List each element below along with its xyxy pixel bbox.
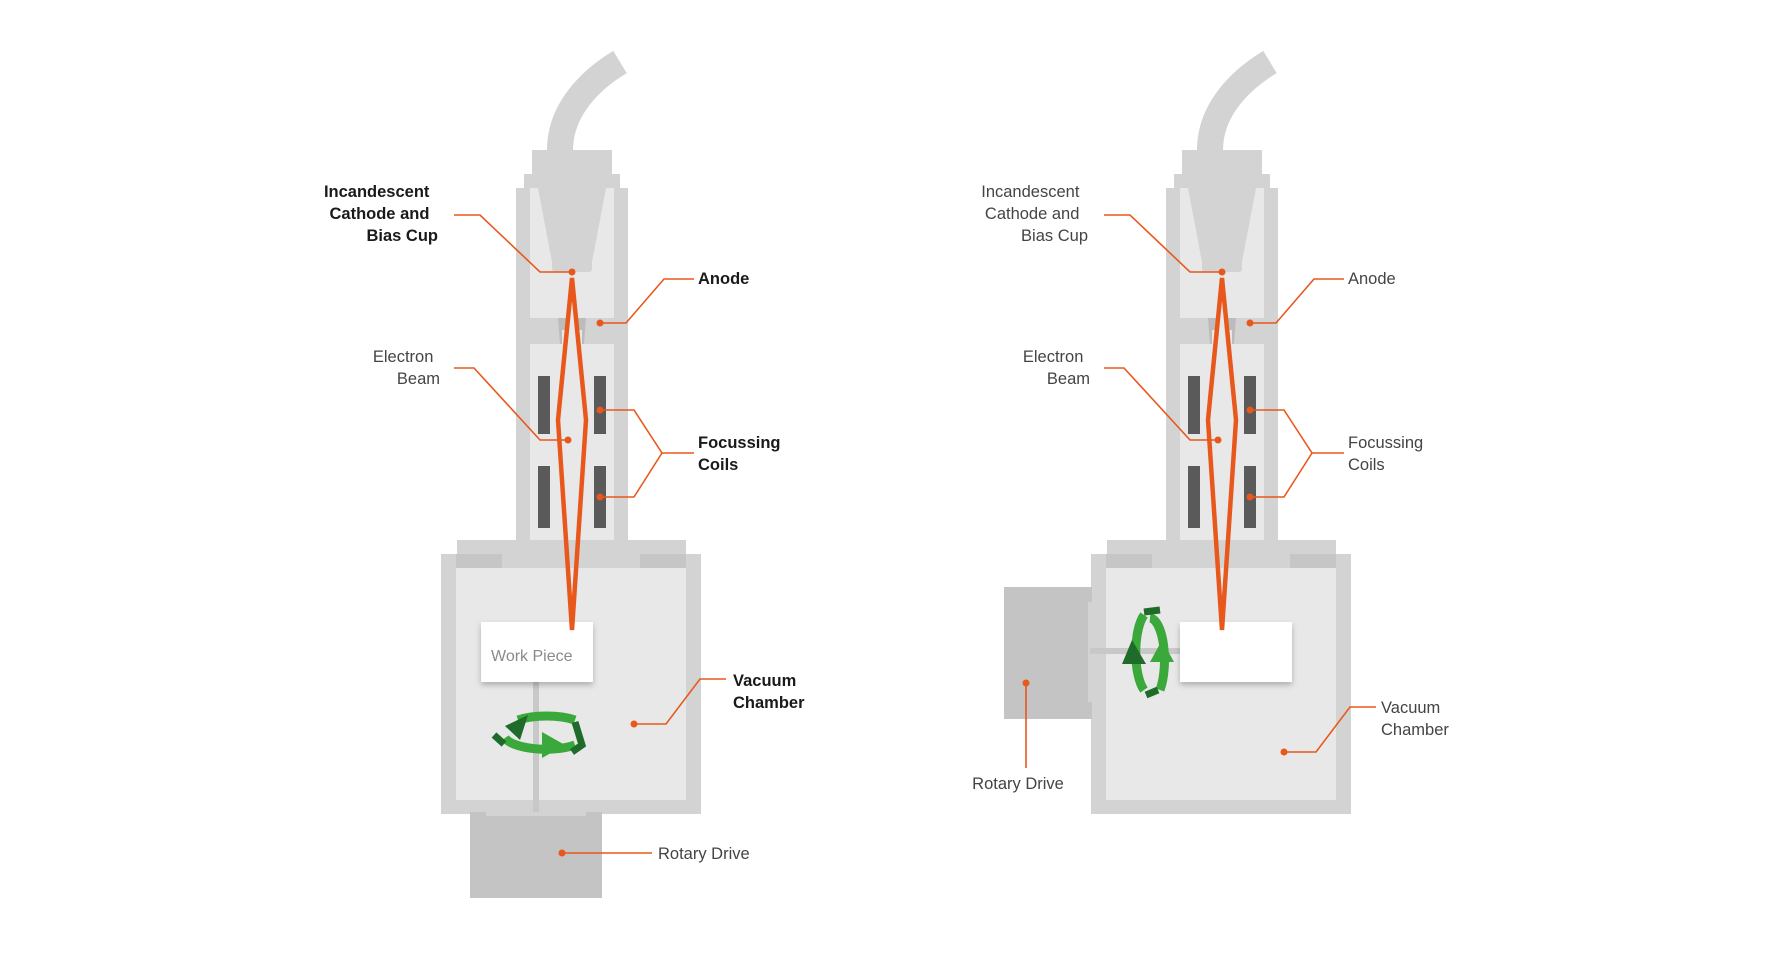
cathode-cone-right bbox=[1188, 188, 1256, 262]
beam-label-right: Electron Beam bbox=[1023, 348, 1090, 388]
leader-lines-right bbox=[1022, 214, 1376, 768]
coils-label-left: Focussing Coils bbox=[698, 434, 785, 474]
left-diagram: Work Piece bbox=[324, 50, 805, 898]
anode-label-left: Anode bbox=[698, 270, 749, 288]
cable-right bbox=[1197, 50, 1277, 151]
cathode-label-left: Incandescent Cathode and Bias Cup bbox=[324, 183, 438, 245]
focus-coil-right-1 bbox=[1188, 376, 1200, 434]
rotation-arrow-icon bbox=[491, 711, 587, 758]
work-piece-right bbox=[1180, 622, 1292, 682]
coils-label-right: Focussing Coils bbox=[1348, 434, 1428, 474]
chamber-label-right: Vacuum Chamber bbox=[1381, 699, 1449, 739]
leader-lines-left bbox=[454, 214, 726, 857]
cable-left bbox=[547, 50, 627, 151]
rotation-arrow-icon-right bbox=[1122, 606, 1174, 699]
focus-coil-left-2 bbox=[538, 466, 550, 528]
right-diagram: Incandescent Cathode and Bias Cup Anode … bbox=[972, 50, 1449, 814]
electron-beam-right bbox=[1205, 277, 1239, 631]
work-piece bbox=[481, 622, 593, 682]
electron-beam-left bbox=[555, 277, 589, 631]
anode-label-right: Anode bbox=[1348, 270, 1396, 288]
cathode-label-right: Incandescent Cathode and Bias Cup bbox=[981, 183, 1088, 245]
gun-cap-left bbox=[532, 150, 612, 178]
cathode-cone-left bbox=[538, 188, 606, 262]
focus-coil-right-2 bbox=[1188, 466, 1200, 528]
rotary-drive-left bbox=[470, 812, 602, 898]
chamber-label-left: Vacuum Chamber bbox=[733, 672, 805, 712]
beam-label-left: Electron Beam bbox=[373, 348, 440, 388]
rotary-drive-right bbox=[1004, 587, 1092, 719]
work-piece-label: Work Piece bbox=[491, 648, 573, 665]
focus-coil-left-1 bbox=[538, 376, 550, 434]
drive-label-left: Rotary Drive bbox=[658, 845, 750, 863]
drive-label-right: Rotary Drive bbox=[972, 775, 1064, 793]
gun-cap-right bbox=[1182, 150, 1262, 178]
